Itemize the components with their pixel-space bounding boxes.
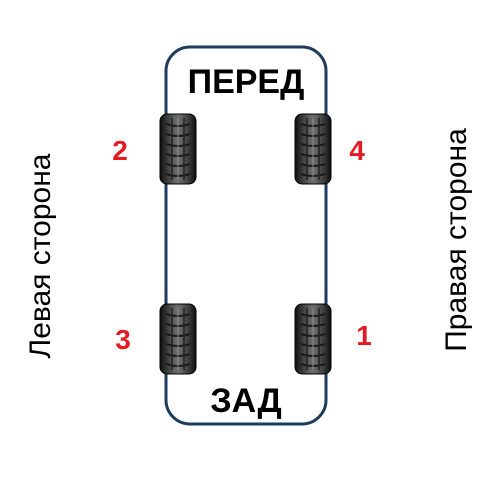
tire-rear-left (159, 303, 197, 375)
wheel-number-rear-right: 1 (356, 320, 372, 351)
rear-label: ЗАД (210, 382, 281, 420)
wheel-number-front-left: 2 (112, 135, 128, 166)
tire-front-left (159, 113, 197, 185)
car-body-outline (164, 45, 328, 426)
front-label: ПЕРЕД (188, 63, 305, 101)
left-side-label: Левая сторона (24, 153, 57, 358)
tire-rear-right (294, 303, 332, 375)
wheel-number-rear-left: 3 (115, 324, 131, 355)
right-side-label: Правая сторона (440, 128, 473, 352)
tire-front-right (294, 113, 332, 185)
wheel-number-front-right: 4 (349, 135, 365, 166)
